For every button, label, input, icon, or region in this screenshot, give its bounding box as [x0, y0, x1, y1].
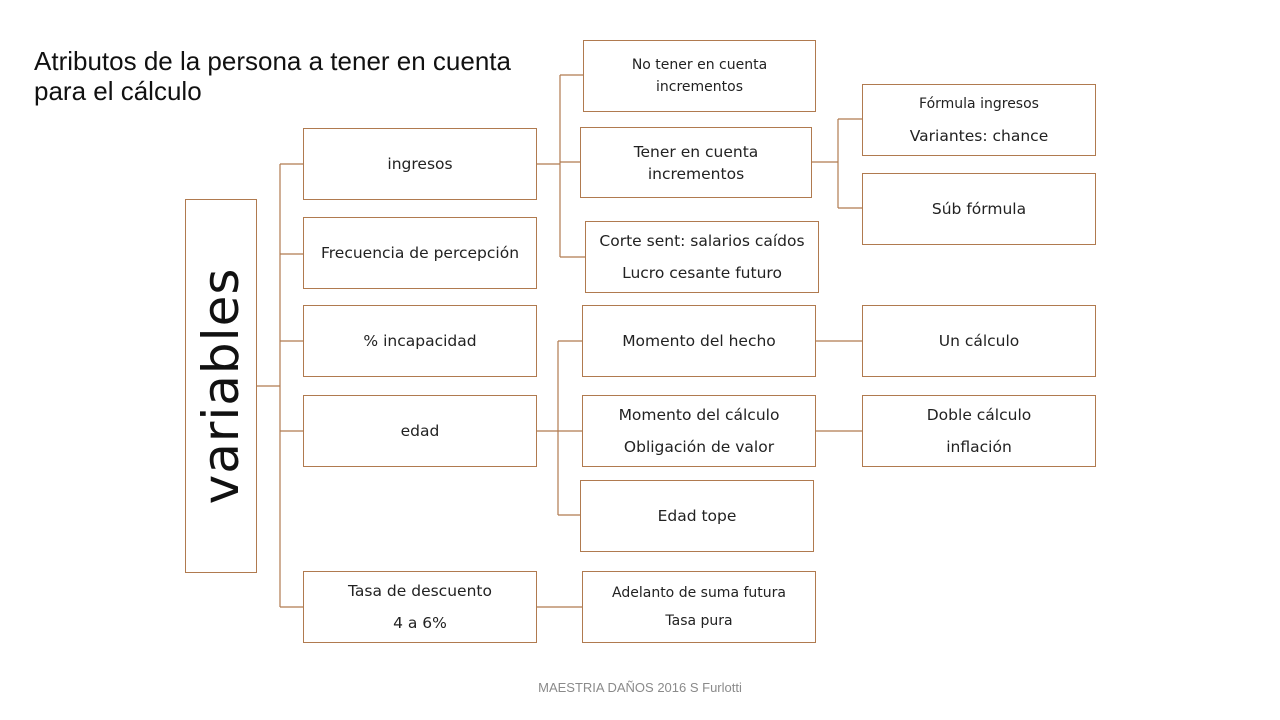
node-frecuencia: Frecuencia de percepción [303, 217, 537, 289]
node-label-line1: Fórmula ingresos [919, 96, 1039, 112]
node-incapacidad: % incapacidad [303, 305, 537, 377]
node-label-line1: No tener en cuenta [631, 57, 768, 73]
node-no-tener-incrementos: No tener en cuenta incrementos [583, 40, 816, 112]
node-label-line2: Obligación de valor [623, 438, 775, 456]
node-edad-tope: Edad tope [580, 480, 814, 552]
node-label-line2: incrementos [656, 79, 743, 95]
slide-title: Atributos de la persona a tener en cuent… [34, 46, 511, 106]
node-sub-formula: Súb fórmula [862, 173, 1096, 245]
node-label-line1: Momento del cálculo [618, 406, 780, 424]
node-label-line2: Lucro cesante futuro [622, 264, 782, 282]
node-formula-ingresos: Fórmula ingresos Variantes: chance [862, 84, 1096, 156]
footer-text: MAESTRIA DAÑOS 2016 S Furlotti [538, 680, 742, 695]
node-label: % incapacidad [363, 332, 477, 350]
node-corte-sentencia: Corte sent: salarios caídos Lucro cesant… [585, 221, 819, 293]
node-label: edad [400, 422, 440, 440]
node-label-line2: Tasa pura [665, 613, 733, 629]
node-label-line1: Tener en cuenta [633, 142, 759, 161]
node-label-line1: Adelanto de suma futura [612, 585, 786, 601]
node-momento-hecho: Momento del hecho [582, 305, 816, 377]
node-edad: edad [303, 395, 537, 467]
root-label: variables [192, 267, 250, 505]
node-label-line2: incrementos [647, 164, 745, 183]
node-label: ingresos [387, 155, 453, 173]
node-label-line1: Corte sent: salarios caídos [599, 232, 805, 250]
node-label: Un cálculo [938, 332, 1020, 350]
node-label-line2: Variantes: chance [909, 127, 1049, 145]
node-adelanto-suma-futura: Adelanto de suma futura Tasa pura [582, 571, 816, 643]
node-ingresos: ingresos [303, 128, 537, 200]
node-tasa-descuento: Tasa de descuento 4 a 6% [303, 571, 537, 643]
node-momento-calculo: Momento del cálculo Obligación de valor [582, 395, 816, 467]
node-label-line1: Doble cálculo [926, 406, 1032, 424]
node-label: Frecuencia de percepción [320, 244, 520, 262]
root-node-variables: variables [185, 199, 257, 573]
node-doble-calculo: Doble cálculo inflación [862, 395, 1096, 467]
node-label-line2: inflación [946, 438, 1012, 456]
node-un-calculo: Un cálculo [862, 305, 1096, 377]
node-label: Edad tope [657, 507, 737, 525]
node-label: Momento del hecho [622, 332, 776, 350]
node-label: Súb fórmula [931, 200, 1027, 218]
node-label-line2: 4 a 6% [393, 614, 447, 632]
node-label-line1: Tasa de descuento [348, 582, 492, 600]
node-tener-incrementos: Tener en cuenta incrementos [580, 127, 812, 198]
